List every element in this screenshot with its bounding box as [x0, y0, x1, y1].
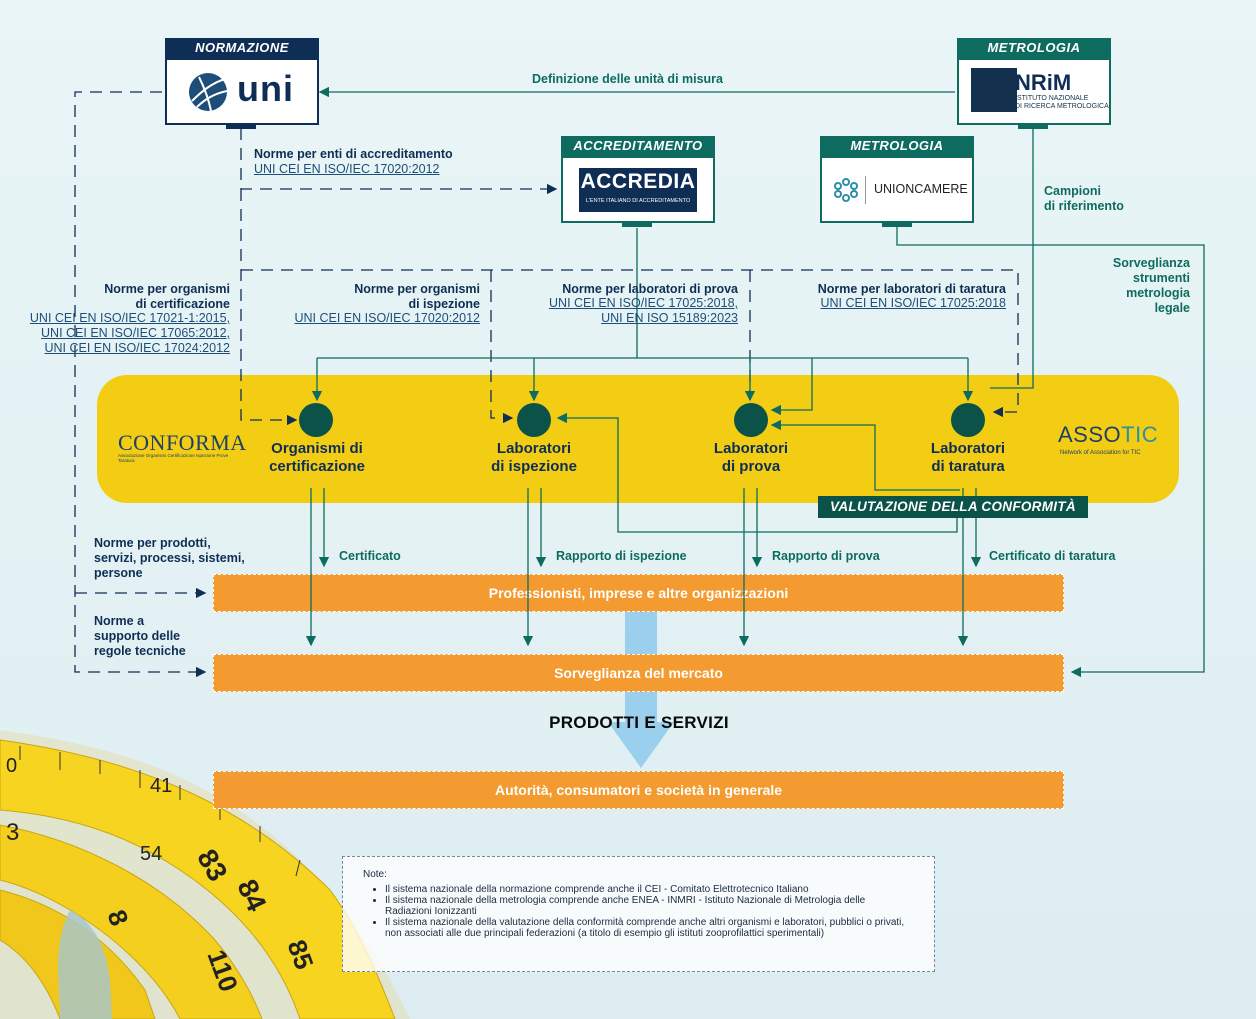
inrim-mark [971, 68, 1017, 112]
bar-professionisti: Professionisti, imprese e altre organizz… [213, 574, 1064, 612]
label-norme-prova: Norme per laboratori di prova [562, 282, 738, 296]
link-norme-prova-std[interactable]: UNI CEI EN ISO/IEC 17025:2018,UNI EN ISO… [549, 296, 738, 325]
label-norme-taratura: Norme per laboratori di taratura [817, 282, 1006, 296]
assotic-subtitle: Network of Association for TIC [1060, 450, 1141, 456]
notes-box: Note: Il sistema nazionale della normazi… [342, 856, 935, 972]
unioncamere-divider [865, 176, 866, 204]
conforma-subtitle: Associazione Organismi Certificazione Is… [118, 453, 229, 463]
header-metrologia-top: METROLOGIA [957, 38, 1111, 58]
link-norme-taratura-std[interactable]: UNI CEI EN ISO/IEC 17025:2018 [820, 296, 1006, 310]
accredia-box-tab [622, 223, 652, 227]
bar-sorveglianza-mercato: Sorveglianza del mercato [213, 654, 1064, 692]
label-definizione-unita: Definizione delle unità di misura [532, 72, 724, 86]
inrim-box-tab [1018, 125, 1048, 129]
note-item: Il sistema nazionale della valutazione d… [385, 917, 914, 939]
unioncamere-logo-box: UNIONCAMERE [820, 156, 974, 223]
uni-logo-text: uni [237, 68, 294, 109]
label-norme-enti: Norme per enti di accreditamento [254, 147, 453, 161]
inrim-logo-text: NRiM [1015, 70, 1072, 95]
tape-number: 3 [6, 819, 19, 846]
node-dot [299, 403, 333, 437]
node-dot [517, 403, 551, 437]
bar-autorita: Autorità, consumatori e società in gener… [213, 771, 1064, 809]
uni-globe-icon [189, 73, 228, 112]
measuring-tape-image: 0 41 3 54 83 84 85 110 8 [0, 730, 410, 1019]
conforma-logo: CONFORMA [118, 430, 247, 455]
label-rapporto-prova: Rapporto di prova [772, 549, 880, 563]
notes-title: Note: [363, 869, 387, 880]
tape-number: 0 [6, 755, 17, 777]
header-accreditamento: ACCREDITAMENTO [561, 136, 715, 156]
tape-number: 54 [140, 843, 162, 865]
label-rapporto-ispezione: Rapporto di ispezione [556, 549, 687, 563]
label-prodotti-servizi: PRODOTTI E SERVIZI [549, 713, 729, 732]
label-norme-prodotti: Norme per prodotti,servizi, processi, si… [94, 536, 245, 580]
link-norme-certificazione-std[interactable]: UNI CEI EN ISO/IEC 17021-1:2015,UNI CEI … [29, 311, 230, 355]
unioncamere-box-tab [882, 223, 912, 227]
uni-box-tab [226, 125, 256, 129]
link-norme-ispezione-std[interactable]: UNI CEI EN ISO/IEC 17020:2012 [294, 311, 480, 325]
unioncamere-text: UNIONCAMERE [874, 182, 968, 196]
uni-logo-box: uni [165, 58, 319, 125]
link-norme-enti-std[interactable]: UNI CEI EN ISO/IEC 17020:2012 [254, 162, 440, 176]
accredia-logo-box: ACCREDIA L'ENTE ITALIANO DI ACCREDITAMEN… [561, 156, 715, 223]
label-certificato: Certificato [339, 549, 401, 563]
header-metrologia-mid: METROLOGIA [820, 136, 974, 156]
node-dot [734, 403, 768, 437]
accredia-logo: ACCREDIA L'ENTE ITALIANO DI ACCREDITAMEN… [579, 168, 697, 212]
node-dot [951, 403, 985, 437]
label-certificato-taratura: Certificato di taratura [989, 549, 1116, 563]
note-item: Il sistema nazionale della metrologia co… [385, 895, 914, 917]
conformity-assessment-band [97, 375, 1179, 503]
label-valutazione-conformita: VALUTAZIONE DELLA CONFORMITÀ [818, 496, 1088, 518]
assotic-logo: ASSOTIC [1058, 422, 1159, 447]
unioncamere-icon [834, 178, 858, 202]
tape-number: 41 [150, 775, 172, 797]
note-item: Il sistema nazionale della normazione co… [385, 884, 914, 895]
header-normazione: NORMAZIONE [165, 38, 319, 58]
